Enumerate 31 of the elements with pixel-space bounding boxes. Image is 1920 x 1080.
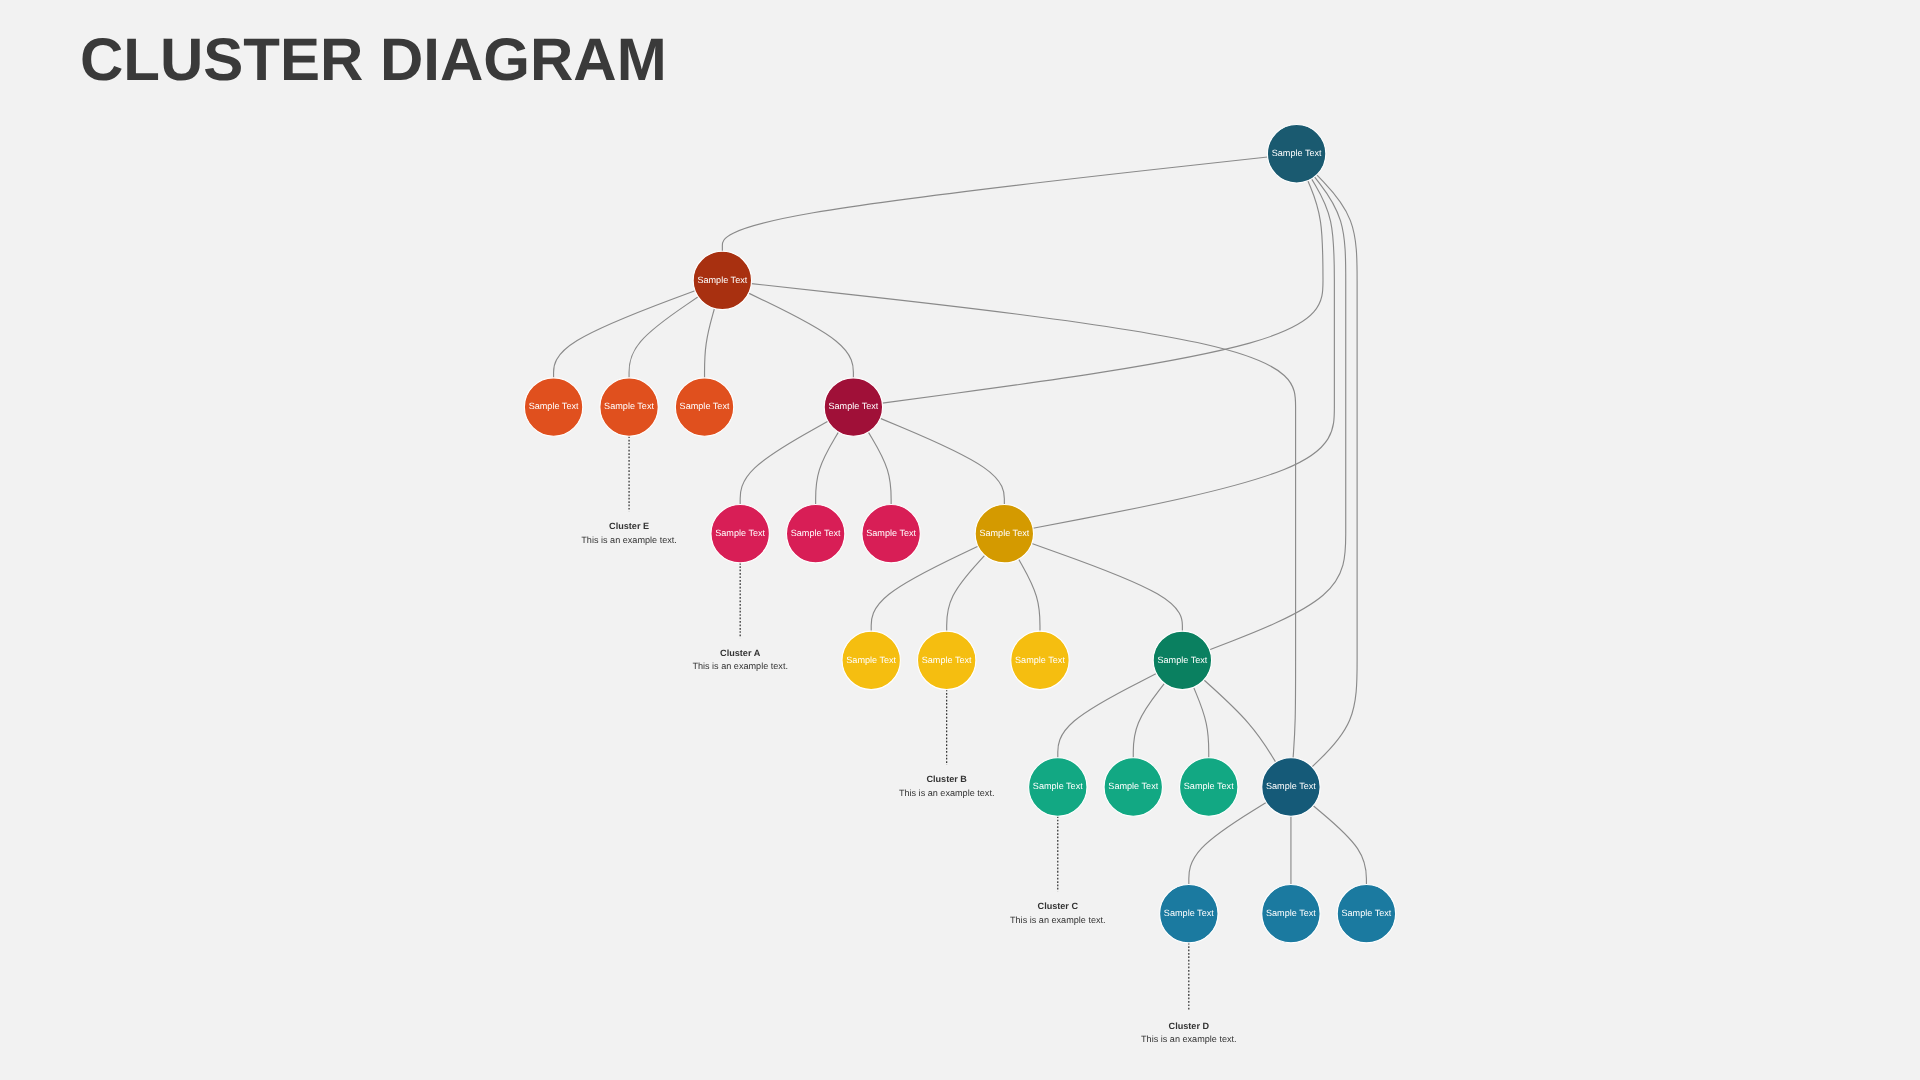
connector: [628, 296, 699, 379]
connector: [1057, 673, 1157, 759]
connector: [739, 420, 829, 506]
connector: [1311, 174, 1358, 768]
connector: [1203, 679, 1277, 763]
connector: [1018, 558, 1041, 632]
connector: [748, 292, 854, 379]
connector: [946, 689, 948, 766]
connector: [1209, 176, 1347, 651]
connector: [553, 290, 696, 379]
connector: [881, 180, 1324, 404]
connector: [1193, 686, 1210, 759]
connector: [1057, 815, 1059, 893]
connector: [628, 435, 630, 513]
connector: [750, 283, 1297, 759]
connector: [1188, 801, 1267, 886]
connector: [1032, 178, 1335, 529]
connector: [946, 554, 986, 632]
connector: [1031, 542, 1183, 632]
connector: [1188, 942, 1190, 1012]
connector: [721, 156, 1269, 252]
connector: [867, 431, 892, 506]
connector: [815, 431, 839, 506]
connector: [879, 417, 1005, 506]
connector: [1312, 805, 1367, 886]
connector: [739, 562, 741, 639]
connector: [703, 307, 715, 379]
connector: [870, 545, 979, 632]
diagram-title: CLUSTER DIAGRAM: [80, 28, 667, 96]
connector: [1132, 682, 1166, 759]
connector: [1290, 815, 1292, 886]
